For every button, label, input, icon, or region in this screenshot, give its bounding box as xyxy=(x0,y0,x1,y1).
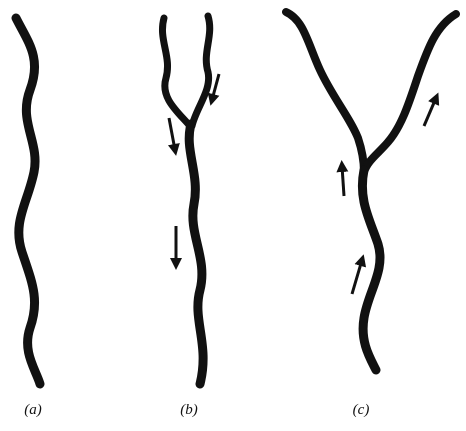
arrow-c-2 xyxy=(422,92,440,127)
arrow-b-1 xyxy=(167,117,180,156)
panel-label-c: (c) xyxy=(352,402,370,418)
strand-a xyxy=(11,13,45,389)
panel-a xyxy=(11,13,45,389)
strand-c-left xyxy=(282,8,368,176)
panel-b xyxy=(159,12,221,389)
panel-c xyxy=(282,8,460,375)
strand-c-right xyxy=(360,10,460,176)
strand-b-right xyxy=(188,12,214,130)
strand-c-trunk xyxy=(357,165,385,375)
arrow-c-1 xyxy=(336,160,349,197)
strand-b-left xyxy=(159,14,194,130)
panel-label-a: (a) xyxy=(24,402,42,418)
arrow-c-3 xyxy=(350,254,367,295)
panel-label-b: (b) xyxy=(180,402,198,418)
arrow-b-2 xyxy=(207,73,221,106)
strand-b-trunk xyxy=(184,119,208,389)
